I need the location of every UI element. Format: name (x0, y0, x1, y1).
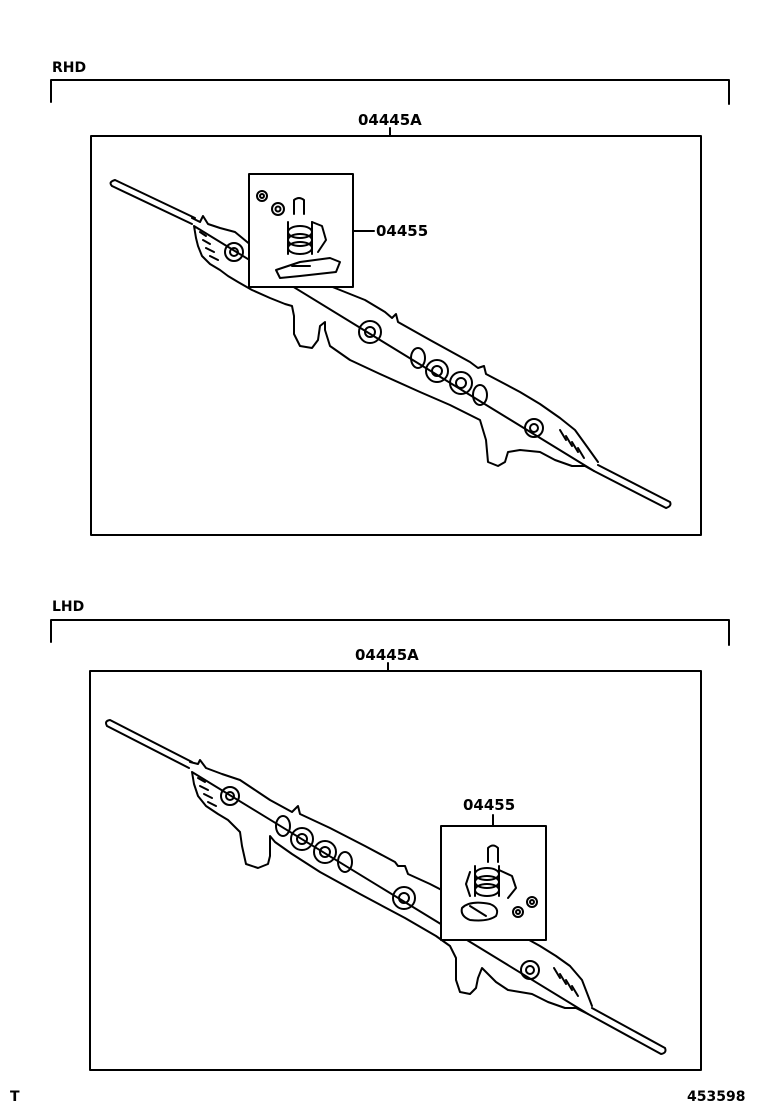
lhd-group-bracket (50, 619, 730, 646)
rhd-kit-part-label[interactable]: 04455 (376, 222, 428, 240)
footer-left-code: T (10, 1089, 20, 1105)
rhd-gear-kit-drawing[interactable] (256, 190, 341, 279)
lhd-kit-callout-box (440, 825, 547, 941)
lhd-assembly-frame (89, 670, 702, 1071)
lhd-assembly-part-label[interactable]: 04445A (355, 646, 419, 664)
lhd-kit-part-label[interactable]: 04455 (463, 796, 515, 814)
figure-number: 453598 (687, 1089, 745, 1105)
lhd-gear-kit-drawing[interactable] (460, 844, 538, 922)
lhd-section: LHD 04445A (50, 599, 730, 1071)
lhd-variant-label: LHD (52, 599, 84, 615)
rhd-section: RHD 04445A (50, 60, 730, 536)
lhd-steering-rack[interactable] (105, 719, 667, 1055)
rhd-steering-rack[interactable] (109, 179, 672, 509)
rhd-assembly-frame (90, 135, 702, 536)
rhd-group-bracket (50, 79, 730, 105)
rhd-assembly-part-label[interactable]: 04445A (358, 111, 422, 129)
rhd-variant-label: RHD (52, 60, 86, 76)
